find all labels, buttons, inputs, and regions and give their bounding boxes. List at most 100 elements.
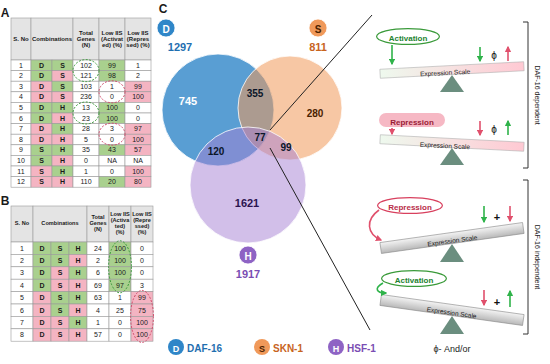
cell-background [99,166,125,177]
cell-background [99,145,125,156]
table-cell-holder: 12 [11,177,31,188]
table-header: Low IIS (Activated) (%) [100,30,124,49]
table-cell: 103 [80,83,92,90]
highlight-oval [109,241,132,293]
combination-cell: H [60,157,65,164]
table-cell-holder: 0 [99,92,125,103]
letter-circle: D [157,19,175,37]
node-text-holder: H [244,246,251,264]
table-cell-holder: 100 [109,254,131,266]
combination-cell: D [39,83,44,90]
table-cell: 0 [118,319,122,326]
table-cell: 1 [110,83,114,90]
table-cell-holder: 5 [73,134,99,145]
bracket-label-holder: DAF-16 independent [531,225,549,290]
zoom-line [270,148,370,330]
table-cell-holder: NA [99,155,125,166]
combination-cell-holder: H [69,242,87,254]
combination-cell-holder: D [31,113,52,124]
table-cell-holder: 7 [11,316,33,328]
combination-cell: H [60,115,65,122]
node-text-holder: 1297 [168,37,192,55]
combination-cell-holder: D [31,92,52,103]
bracket-label: DAF-16 independent [534,225,541,290]
cell-background [31,60,52,71]
table-cell-holder: 1 [87,316,109,328]
cell-background [51,254,69,266]
table-cell-holder: 99 [125,81,151,92]
table-cell: 99 [108,62,116,69]
cell-background [11,134,31,145]
table-cell: 35 [82,146,90,153]
table-cell-holder: 8 [11,134,31,145]
cell-background [109,304,131,316]
cell-background [51,304,69,316]
cell-background [31,134,52,145]
table-cell-holder: 7 [11,124,31,135]
zoom-line [270,15,372,130]
legend-label: DAF-16 [187,343,222,354]
panel-letter: C [159,2,168,16]
combination-cell: H [60,136,65,143]
combination-cell-holder: H [52,145,73,156]
table-header-holder: S. No [11,18,31,60]
table-cell: 8 [20,331,24,338]
combination-cell-holder: H [69,304,87,316]
cell-background [109,254,131,266]
table-cell: 6 [20,307,24,314]
combination-cell-holder: D [33,254,51,266]
cell-background [51,292,69,304]
table-cell: 11 [17,168,24,175]
cell-background [69,267,87,279]
cell-background [11,81,31,92]
cell-background [87,242,109,254]
panel-letter-holder: B [1,191,10,209]
table-cell-holder: 0 [73,155,99,166]
cell-background [11,177,31,188]
cell-background [125,177,151,188]
scale-label: Expression Scale [420,68,471,78]
combination-cell-holder: H [52,166,73,177]
combination-cell-holder: S [52,81,73,92]
force-arrow [483,206,485,222]
table-cell-holder: 0 [131,242,153,254]
table-cell-holder: 0 [125,102,151,113]
node-text-holder: 1917 [236,264,260,282]
cell-background [11,145,31,156]
combination-cell-holder: H [52,102,73,113]
combination-cell-holder: S [51,316,69,328]
region-count-holder: 1621 [235,193,259,211]
combination-cell-holder: S [51,304,69,316]
table-header: Low IIS (Activated) (%) [110,212,130,235]
scale-label-holder: Expression Scale [419,132,470,153]
legend-label: SKN-1 [273,343,303,354]
combination-cell-holder: H [69,292,87,304]
table-cell: 28 [82,125,90,132]
cell-background [131,316,153,328]
table-cell: NA [107,157,117,164]
table-cell: 3 [20,269,24,276]
combination-cell-holder: D [31,71,52,82]
cell-background [31,92,52,103]
table-header-holder: S. No [11,206,33,242]
combination-cell-holder: D [31,60,52,71]
table-cell: 98 [108,72,116,79]
table-cell-holder: 4 [11,92,31,103]
letter-circle: H [239,246,257,264]
table-cell: 100 [106,104,118,111]
table-cell: 3 [110,125,114,132]
bracket-label: DAF-16 dependent [534,65,541,124]
node-text-holder: Activation [395,269,434,287]
cell-background [131,206,153,242]
table-cell-holder: 8 [11,329,33,341]
combination-cell-holder: H [69,267,87,279]
table-cell: 2 [20,257,24,264]
table-cell-holder: 99 [99,60,125,71]
cell-background [109,329,131,341]
cell-background [52,166,73,177]
table-cell-holder: 100 [131,329,153,341]
table-cell-holder: 100 [131,316,153,328]
cell-background [87,292,109,304]
table-cell-holder: 6 [11,113,31,124]
table-cell: 5 [19,104,23,111]
